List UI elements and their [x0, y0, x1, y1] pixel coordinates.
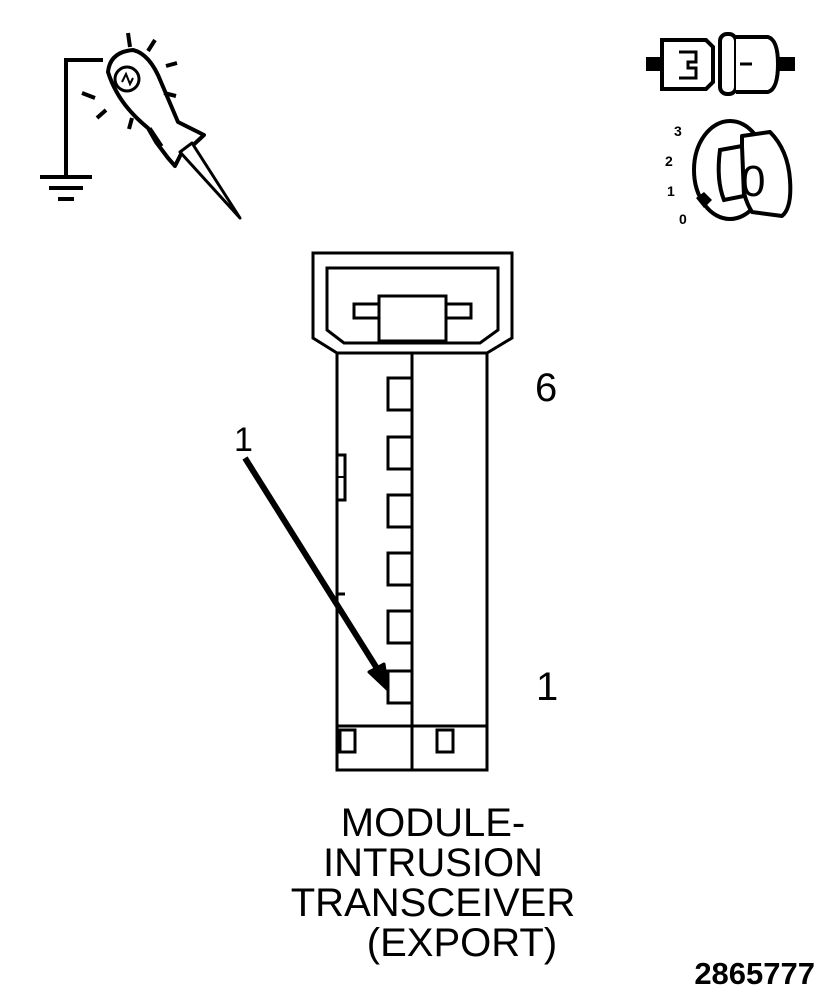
title-line-3: TRANSCEIVER: [291, 881, 576, 925]
ignition-position-1: 1: [667, 183, 675, 199]
ignition-position-0: 0: [679, 211, 687, 227]
title-line-1: MODULE-: [341, 801, 525, 845]
terminal-cavity: [386, 376, 414, 412]
terminal-cavity: [386, 551, 414, 587]
disconnected-connector-icon: [646, 32, 795, 96]
callout-arrow: [242, 456, 390, 692]
ignition-position-2: 2: [665, 153, 673, 169]
title-line-2: INTRUSION: [323, 841, 543, 885]
key-position-glyph: 0: [741, 157, 765, 206]
component-title: MODULE- INTRUSION TRANSCEIVER (EXPORT): [291, 801, 576, 965]
figure-id: 2865777: [694, 956, 815, 991]
ignition-position-3: 3: [674, 123, 682, 139]
test-light-probe-icon: [40, 32, 242, 220]
terminal-cavity: [386, 669, 414, 705]
ground-symbol-icon: [40, 175, 92, 201]
terminal-cavity: [386, 493, 414, 529]
ignition-key-icon: 0 3 2 1 0: [665, 119, 793, 227]
connector-body: [311, 251, 514, 772]
terminal-cavity: [386, 435, 414, 471]
title-line-4: (EXPORT): [367, 921, 557, 965]
terminal-cavity: [386, 609, 414, 645]
callout-label: 1: [234, 421, 253, 459]
pin-6-label: 6: [535, 366, 557, 410]
pin-1-label: 1: [536, 665, 558, 709]
